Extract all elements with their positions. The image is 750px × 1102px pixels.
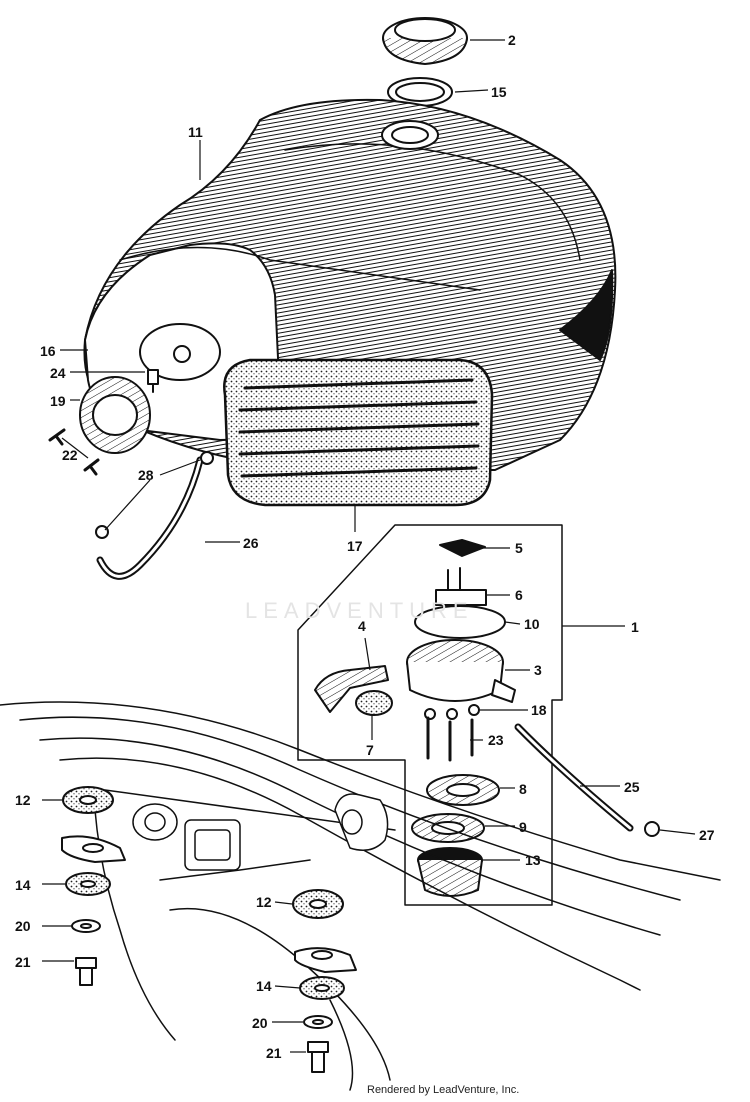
callout-label: 6 <box>515 587 523 603</box>
callout-label: 3 <box>534 662 542 678</box>
callout-label: 17 <box>347 538 363 554</box>
callout-label: 11 <box>188 124 203 140</box>
callout-label: 7 <box>366 742 374 758</box>
footer-credit: Rendered by LeadVenture, Inc. <box>367 1084 520 1096</box>
callout-label: 18 <box>531 702 547 718</box>
callout-label: 22 <box>62 447 78 463</box>
callout-label: 8 <box>519 781 527 797</box>
callout-label: 5 <box>515 540 523 556</box>
callout-label: 19 <box>50 393 66 409</box>
fuel-cap <box>382 17 468 65</box>
callout-label: 15 <box>491 84 507 100</box>
callout-label: 12 <box>15 792 31 808</box>
callout-label: 20 <box>252 1015 268 1031</box>
callout-label: 1 <box>631 619 639 635</box>
callout-label: 20 <box>15 918 31 934</box>
leader-lines <box>42 39 696 1053</box>
watermark-text: LEADVENTURE <box>245 598 474 623</box>
callout-label: 21 <box>15 954 31 970</box>
callout-label: 24 <box>50 365 66 381</box>
callout-label: 9 <box>519 819 527 835</box>
callout-label: 21 <box>266 1045 282 1061</box>
callout-label: 27 <box>699 827 715 843</box>
callout-label: 26 <box>243 535 259 551</box>
tank-emblem <box>79 376 151 454</box>
petcock-assembly-outline <box>297 524 563 906</box>
callout-label: 25 <box>624 779 640 795</box>
callout-label: 12 <box>256 894 272 910</box>
knee-grip-rubber <box>223 358 494 507</box>
callout-label: 4 <box>358 618 366 634</box>
callout-label: 14 <box>15 877 31 893</box>
callout-label: 28 <box>138 467 154 483</box>
callout-label: 23 <box>488 732 504 748</box>
petcock-body <box>406 639 516 703</box>
callout-label: 14 <box>256 978 272 994</box>
callout-label: 16 <box>40 343 56 359</box>
callout-label: 10 <box>524 616 540 632</box>
callout-label: 2 <box>508 32 516 48</box>
callout-label: 13 <box>525 852 541 868</box>
